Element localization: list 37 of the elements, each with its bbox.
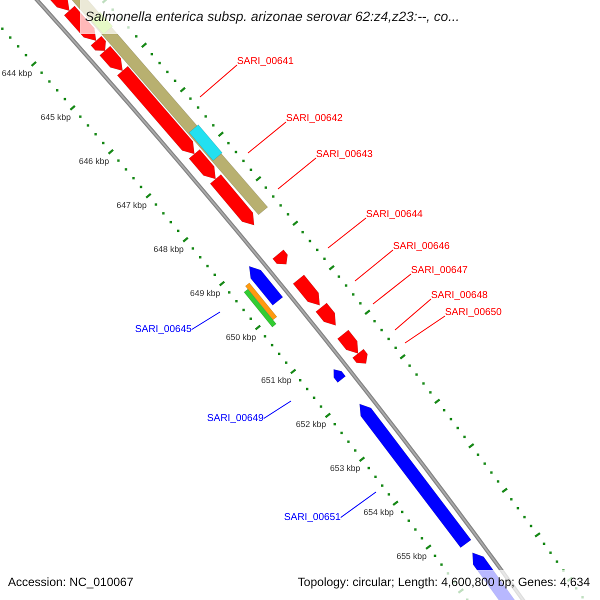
accession-text: Accession: NC_010067 <box>8 575 134 589</box>
gene-label: SARI_00641 <box>237 56 294 67</box>
tick-label: 644 kbp <box>2 68 32 78</box>
tick-label: 654 kbp <box>364 507 394 518</box>
gene-label: SARI_00645 <box>135 324 192 335</box>
gene-label: SARI_00647 <box>411 265 468 276</box>
tick-label: 647 kbp <box>116 200 147 210</box>
leader-line <box>200 64 238 98</box>
tick-label: 649 kbp <box>190 288 220 298</box>
tick-label: 648 kbp <box>154 244 184 254</box>
leader-line <box>328 218 366 248</box>
gene-label: SARI_00644 <box>366 209 423 220</box>
gene-label: SARI_00646 <box>393 241 450 252</box>
tick-label: 646 kbp <box>78 156 110 166</box>
leader-line <box>263 400 292 419</box>
leader-line <box>354 250 394 282</box>
leader-line <box>278 158 316 190</box>
tick-label: 650 kbp <box>226 332 256 342</box>
leader-line <box>191 312 220 330</box>
genome-info-text: Topology: circular; Length: 4,600,800 bp; Genes: 4,634 <box>298 575 590 589</box>
leader-line <box>372 274 412 304</box>
gene-label: SARI_00649 <box>207 413 264 424</box>
title: Salmonella enterica subsp. arizonae serovar 62:z4,z23:--, co... <box>85 9 460 24</box>
tick-label: 645 kbp <box>40 112 71 122</box>
leader-line <box>394 298 432 330</box>
tick-label: 651 kbp <box>261 375 292 386</box>
tick-label: 653 kbp <box>330 463 360 474</box>
gene-label: SARI_00648 <box>431 290 488 301</box>
leader-line <box>340 492 376 518</box>
gene-label: SARI_00642 <box>286 113 343 124</box>
tick-label: 655 kbp <box>396 551 427 562</box>
gene-label: SARI_00650 <box>445 307 502 318</box>
leader-line <box>248 122 286 154</box>
tick-label: 652 kbp <box>296 419 326 430</box>
gene-label: SARI_00651 <box>284 512 341 523</box>
gene-label: SARI_00643 <box>316 149 373 160</box>
leader-line <box>404 316 446 344</box>
